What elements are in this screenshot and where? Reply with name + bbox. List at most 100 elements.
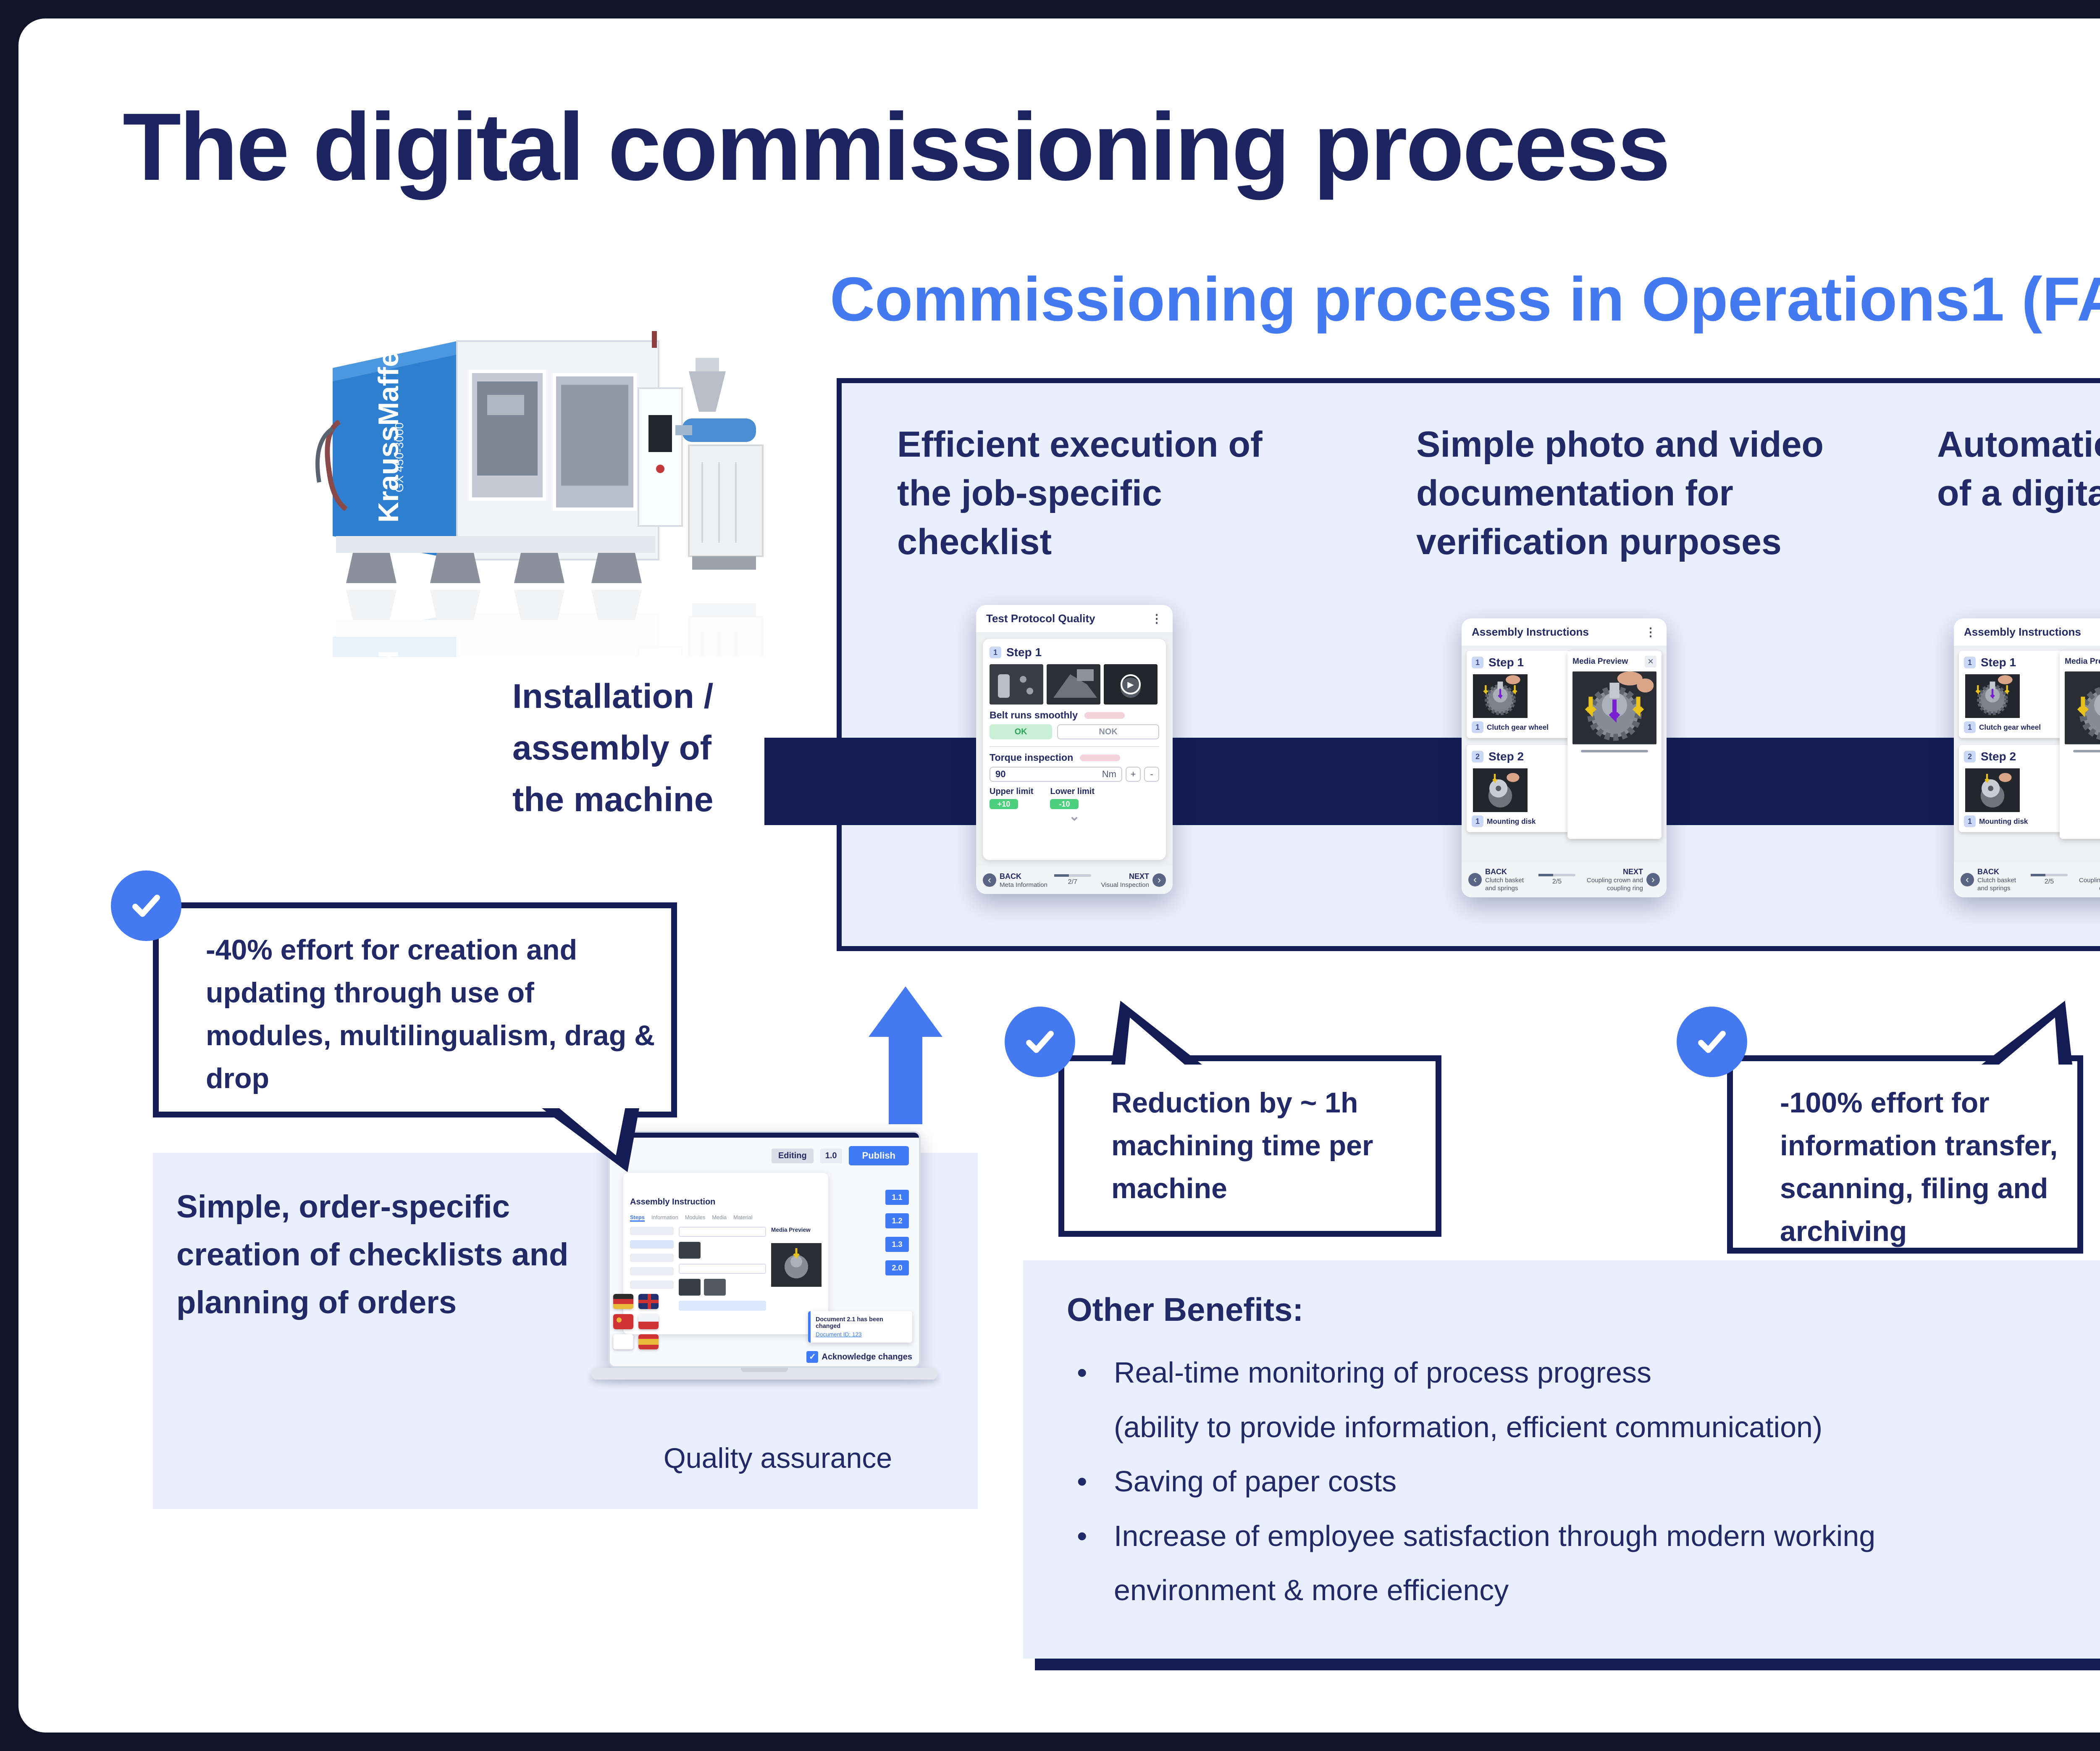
app-title: Assembly Instructions — [1964, 626, 2081, 638]
photo-thumbnail[interactable] — [990, 664, 1043, 705]
kebab-menu-icon[interactable]: ⋮ — [1151, 612, 1163, 625]
process-step-row[interactable] — [679, 1264, 766, 1274]
tab-information[interactable]: Information — [651, 1214, 678, 1220]
progress-count: 2/7 — [1068, 878, 1077, 886]
laptop-base — [591, 1368, 937, 1380]
close-icon[interactable]: × — [1645, 656, 1656, 668]
field-label: Torque inspection — [990, 752, 1074, 763]
machine-brand-label: KraussMaffei — [373, 343, 404, 523]
quality-assurance-label: Quality assurance — [663, 1442, 892, 1474]
steps-sidebar[interactable] — [630, 1227, 674, 1311]
clutch-photo — [1473, 674, 1528, 718]
nok-button[interactable]: NOK — [1057, 724, 1159, 739]
ok-button[interactable]: OK — [990, 724, 1053, 739]
tab-material[interactable]: Material — [733, 1214, 753, 1220]
flag-spain[interactable] — [638, 1334, 659, 1349]
editing-chip: Editing — [771, 1148, 814, 1163]
clutch-photo-large — [1572, 671, 1656, 744]
flag-germany[interactable] — [613, 1294, 633, 1309]
planning-text: Simple, order-specific creation of check… — [176, 1189, 569, 1320]
next-button[interactable]: › — [1646, 873, 1660, 886]
progress-bar — [1538, 873, 1576, 876]
check-icon — [1677, 1007, 1747, 1077]
editor-screenshot: Editing 1.0 Publish Assembly Instruction… — [591, 1131, 937, 1380]
progress-bar — [2031, 873, 2068, 876]
scrollbar[interactable] — [1581, 750, 1648, 753]
language-flags — [613, 1294, 659, 1349]
flag-poland[interactable] — [638, 1314, 659, 1329]
divider — [990, 746, 1159, 747]
lower-limit-label: Lower limit — [1050, 787, 1095, 796]
scrollbar[interactable] — [2073, 750, 2100, 753]
callout-machining: Reduction by ~ 1h machining time per mac… — [1058, 1001, 1441, 1237]
machine-photo: KraussMaffei GX 450-3000 — [302, 321, 769, 657]
media-preview-panel: Media Preview× — [1567, 651, 1662, 839]
back-button[interactable]: ‹ — [1468, 873, 1482, 886]
benefits-box: Other Benefits: •Real-time monitoring of… — [1023, 1260, 2100, 1659]
next-button[interactable]: › — [1152, 873, 1166, 887]
upper-limit-value: +10 — [990, 799, 1018, 809]
acknowledge-label: Acknowledge changes — [822, 1352, 912, 1362]
progress-bar — [1054, 874, 1091, 877]
lower-limit-value: -10 — [1050, 799, 1079, 809]
flag-china[interactable] — [613, 1314, 633, 1329]
flag-blank[interactable] — [613, 1334, 633, 1349]
acknowledge-checkbox[interactable]: ✓ — [806, 1351, 819, 1363]
increment-button[interactable]: + — [1126, 767, 1141, 782]
step-badge: 1 — [990, 647, 1001, 658]
slide: The digital commissioning process Commis… — [18, 18, 2100, 1733]
document-window: Assembly Instruction Steps Information M… — [623, 1173, 828, 1334]
decrement-button[interactable]: - — [1144, 767, 1159, 782]
upper-limit-label: Upper limit — [990, 787, 1034, 796]
mounting-photo — [1473, 768, 1528, 812]
page-title: The digital commissioning process — [123, 94, 1670, 200]
media-preview-panel: Media Preview — [771, 1227, 822, 1311]
check-icon — [1005, 1007, 1075, 1077]
version-chip: 1.0 — [820, 1148, 842, 1163]
benefits-title: Other Benefits: — [1067, 1291, 1304, 1328]
callout-modules: -40% effort for creation and updating th… — [153, 902, 677, 1172]
required-pill — [1084, 712, 1125, 719]
back-button[interactable]: ‹ — [1961, 873, 1974, 886]
section-subtitle: Commissioning process in Operations1 (FA… — [830, 265, 2100, 334]
chevron-down-icon[interactable]: ⌄ — [1068, 808, 1080, 823]
change-notification: Document 2.1 has been changed Document I… — [808, 1311, 912, 1343]
process-step-row[interactable] — [679, 1227, 766, 1237]
callout-archiving: -100% effort for information transfer, s… — [1727, 1001, 2083, 1254]
process-col-2: Simple photo and video documentation for… — [1416, 424, 1824, 563]
app-title: Assembly Instructions — [1472, 626, 1589, 638]
document-link[interactable]: Document ID: 123 — [816, 1331, 862, 1338]
app-title: Test Protocol Quality — [986, 612, 1095, 625]
tab-media[interactable]: Media — [712, 1214, 727, 1220]
mounting-photo — [1965, 768, 2020, 812]
field-label: Belt runs smoothly — [990, 710, 1078, 720]
media-preview-panel: Media Preview× — [2060, 651, 2100, 839]
tab-steps[interactable]: Steps — [630, 1214, 645, 1222]
app-screenshot-checklist: Test Protocol Quality ⋮ 1 Step 1 ▶ Be — [976, 605, 1173, 894]
clutch-photo — [771, 1243, 822, 1287]
step-label: Step 1 — [1006, 646, 1042, 659]
process-col-3: Automatic creation of a digital report — [1937, 424, 2100, 514]
add-process-step-button[interactable] — [679, 1301, 766, 1311]
up-arrow — [869, 986, 942, 1124]
video-thumbnail[interactable]: ▶ — [1104, 664, 1158, 705]
publish-button[interactable]: Publish — [848, 1146, 909, 1165]
clutch-photo-large — [2065, 671, 2100, 744]
step-image[interactable] — [679, 1242, 701, 1259]
process-arrow — [764, 738, 2100, 825]
photo-thumbnail[interactable] — [1047, 664, 1100, 705]
tab-modules[interactable]: Modules — [685, 1214, 706, 1220]
document-title: Assembly Instruction — [630, 1197, 716, 1207]
stage-label-left: Installation / assembly of the machine — [512, 677, 714, 819]
kebab-menu-icon[interactable]: ⋮ — [1645, 626, 1656, 639]
required-pill — [1080, 754, 1121, 761]
back-button[interactable]: ‹ — [983, 873, 996, 887]
flag-uk[interactable] — [638, 1294, 659, 1309]
